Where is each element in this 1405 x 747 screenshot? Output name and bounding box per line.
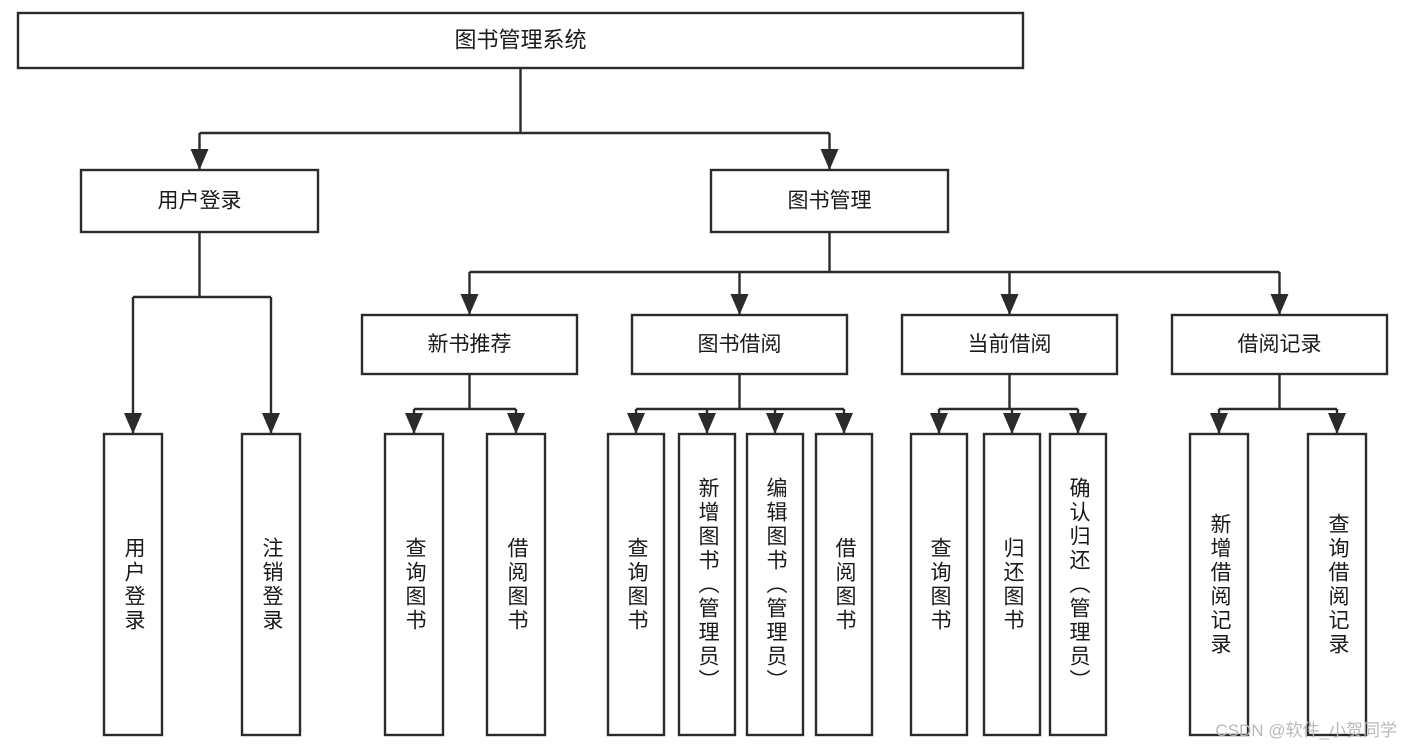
arrow-down-icon bbox=[1270, 294, 1289, 315]
leaf-node-编辑图书管理员-rect[interactable] bbox=[745, 432, 805, 737]
level2-node-rect bbox=[709, 168, 950, 234]
level3-node-label: 借阅记录 bbox=[1238, 333, 1322, 356]
level3-node-rect bbox=[900, 313, 1119, 376]
root-node-图书管理系统[interactable]: 图书管理系统 bbox=[16, 11, 1025, 70]
arrow-down-icon bbox=[1003, 413, 1021, 434]
leaf-node-查询图书-rect[interactable] bbox=[383, 432, 445, 737]
arrow-down-icon bbox=[190, 149, 209, 170]
leaf-node-借阅图书-rect[interactable] bbox=[814, 432, 874, 737]
connectors-layer bbox=[124, 68, 1346, 434]
arrow-down-icon bbox=[405, 413, 423, 434]
level3-node-label: 新书推荐 bbox=[428, 333, 512, 356]
leaf-node-查询图书-rect[interactable] bbox=[606, 432, 666, 737]
level3-node-label: 图书借阅 bbox=[698, 333, 782, 356]
root-node-rect bbox=[16, 11, 1025, 70]
level2-node-rect bbox=[79, 168, 320, 234]
leaf-node-用户登录-rect[interactable] bbox=[102, 432, 164, 737]
level2-node-用户登录[interactable]: 用户登录 bbox=[79, 168, 320, 234]
leaf-node-查询借阅记录-rect[interactable] bbox=[1306, 432, 1368, 737]
level3-node-rect bbox=[630, 313, 849, 376]
leaf-node-查询图书-rect[interactable] bbox=[909, 432, 969, 737]
level3-node-图书借阅[interactable]: 图书借阅 bbox=[630, 313, 849, 376]
arrow-down-icon bbox=[698, 413, 716, 434]
arrow-down-icon bbox=[460, 294, 479, 315]
leaf-node-注销登录-rect[interactable] bbox=[240, 432, 302, 737]
arrow-down-icon bbox=[1069, 413, 1087, 434]
leaf-node-借阅图书-rect[interactable] bbox=[485, 432, 547, 737]
watermark-text: CSDN @软件_小贺同学 bbox=[1215, 721, 1397, 740]
arrow-down-icon bbox=[124, 413, 142, 434]
arrow-down-icon bbox=[820, 149, 839, 170]
leaf-node-新增借阅记录-rect[interactable] bbox=[1188, 432, 1250, 737]
arrow-down-icon bbox=[1000, 294, 1019, 315]
arrow-down-icon bbox=[930, 413, 948, 434]
level3-node-新书推荐[interactable]: 新书推荐 bbox=[360, 313, 579, 376]
level3-node-借阅记录[interactable]: 借阅记录 bbox=[1170, 313, 1389, 376]
level3-node-当前借阅[interactable]: 当前借阅 bbox=[900, 313, 1119, 376]
level2-node-label: 用户登录 bbox=[158, 190, 242, 213]
arrow-down-icon bbox=[1210, 413, 1228, 434]
arrow-down-icon bbox=[627, 413, 645, 434]
level3-node-rect bbox=[360, 313, 579, 376]
arrow-down-icon bbox=[507, 413, 525, 434]
leaf-node-新增图书管理员-rect[interactable] bbox=[677, 432, 737, 737]
level2-node-label: 图书管理 bbox=[788, 190, 872, 213]
arrow-down-icon bbox=[730, 294, 749, 315]
root-node-label: 图书管理系统 bbox=[454, 27, 586, 52]
arrow-down-icon bbox=[1328, 413, 1346, 434]
level2-node-图书管理[interactable]: 图书管理 bbox=[709, 168, 950, 234]
arrow-down-icon bbox=[262, 413, 280, 434]
leaf-node-归还图书-rect[interactable] bbox=[982, 432, 1042, 737]
level3-node-rect bbox=[1170, 313, 1389, 376]
level3-node-label: 当前借阅 bbox=[968, 333, 1052, 356]
arrow-down-icon bbox=[766, 413, 784, 434]
arrow-down-icon bbox=[835, 413, 853, 434]
leaf-node-确认归还管理员-rect[interactable] bbox=[1048, 432, 1108, 737]
